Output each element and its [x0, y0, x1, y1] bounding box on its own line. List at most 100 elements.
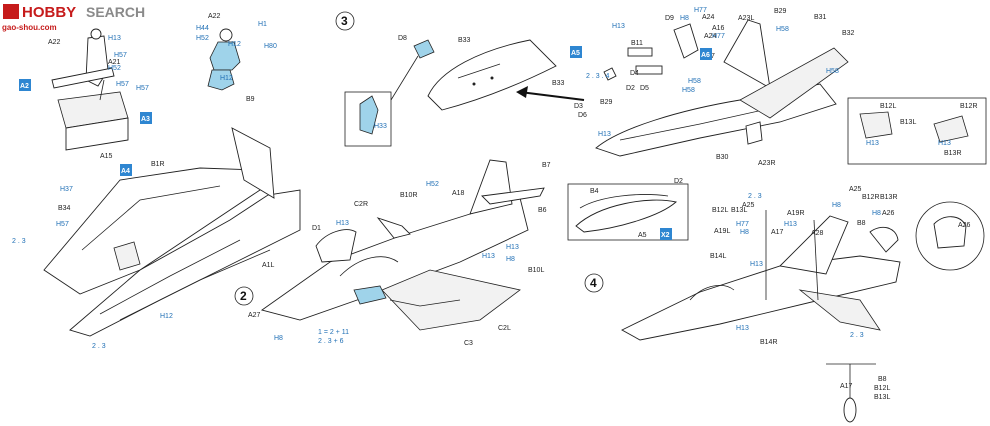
intake-detail-box	[847, 97, 987, 165]
part-label: B8	[878, 376, 887, 383]
part-label: B7	[542, 162, 551, 169]
part-label: D2	[674, 178, 683, 185]
fuselage-half-left	[69, 189, 301, 337]
part-label: D2	[626, 85, 635, 92]
part-label: D8	[398, 35, 407, 42]
color-code: H57	[114, 52, 127, 59]
part-label: A5	[638, 232, 647, 239]
seat-in-cockpit	[113, 241, 141, 271]
color-code: H1	[258, 21, 267, 28]
paint-tag: A6	[700, 48, 712, 60]
color-code: H12	[220, 75, 233, 82]
part-label: A24	[702, 14, 715, 21]
part-label: A27	[248, 312, 261, 319]
part-label: B13L	[874, 394, 890, 401]
part-label: B14L	[710, 253, 726, 260]
svg-text:A5: A5	[571, 50, 580, 57]
svg-text:A6: A6	[701, 52, 710, 59]
part-label: A23R	[758, 160, 776, 167]
part-label: A19L	[714, 228, 730, 235]
paint-tag: X2	[660, 228, 672, 240]
watermark-brand: HOBBY	[22, 4, 76, 21]
svg-text:A4: A4	[121, 168, 130, 175]
part-label: B6	[538, 207, 547, 214]
color-code: H8	[680, 15, 689, 22]
part-label: B12R	[862, 194, 880, 201]
part-label: A26	[958, 222, 971, 229]
part-label: B13R	[944, 150, 962, 157]
paint-tag: A5	[570, 46, 582, 58]
part-label: A1L	[262, 262, 275, 269]
color-code: H77	[694, 7, 707, 14]
part-label: B10L	[528, 267, 544, 274]
part-label: B30	[716, 154, 729, 161]
svg-text:X2: X2	[661, 232, 670, 239]
part-label: B33	[552, 80, 565, 87]
svg-text:A2: A2	[20, 83, 29, 90]
step-number-4: 4	[584, 273, 604, 293]
color-code: H8	[832, 202, 841, 209]
canopy-step2	[315, 229, 357, 263]
svg-text:3: 3	[341, 14, 348, 28]
part-label: A16	[712, 25, 725, 32]
color-code: H13	[482, 253, 495, 260]
paint-mix: 1 = 2 + 11	[318, 329, 349, 336]
color-code: H77	[712, 33, 725, 40]
color-code: H13	[938, 140, 951, 147]
aircraft-assembly-step2	[260, 159, 545, 331]
color-code: H52	[196, 35, 209, 42]
watermark-logo: HOBBY SEARCH gao-shou.com	[2, 4, 145, 32]
color-code: H58	[682, 87, 695, 94]
part-label: D3	[574, 103, 583, 110]
paint-mix: 2 . 3 . 4	[586, 73, 609, 80]
color-code: H8	[872, 210, 881, 217]
watermark-site: gao-shou.com	[2, 23, 57, 32]
part-label: B10R	[400, 192, 418, 199]
fuselage-upper-step4	[595, 19, 849, 157]
part-label: B9	[246, 96, 255, 103]
color-code: H13	[736, 325, 749, 332]
canopy-detail-box	[344, 39, 435, 147]
part-label: B12L	[874, 385, 890, 392]
color-code: H12	[160, 313, 173, 320]
color-code: H13	[784, 221, 797, 228]
color-code: H8	[740, 229, 749, 236]
color-code: H52	[426, 181, 439, 188]
color-code-labels: H13 H57 H52 H57 H12 H44 H52 H1 H80 H12 H…	[56, 7, 951, 342]
part-label: A18	[452, 190, 465, 197]
color-code: H44	[196, 25, 209, 32]
color-code: H13	[612, 23, 625, 30]
part-label: B31	[814, 14, 827, 21]
part-label: A17	[771, 229, 784, 236]
part-label: D4	[630, 70, 639, 77]
step-number-2: 2	[234, 286, 254, 306]
color-code: H13	[866, 140, 879, 147]
part-label: D6	[578, 112, 587, 119]
part-label: A22	[208, 13, 221, 20]
part-label: B29	[774, 8, 787, 15]
paint-tag: A2	[19, 79, 31, 91]
step-number-3: 3	[335, 11, 355, 31]
cockpit-parts-step4	[603, 23, 763, 145]
paint-mix: 2 . 3 + 6	[318, 338, 344, 345]
part-label: A22	[48, 39, 61, 46]
color-code: H77	[736, 221, 749, 228]
part-label: A24	[704, 33, 717, 40]
part-label: B14R	[760, 339, 778, 346]
color-code: H57	[116, 81, 129, 88]
color-code: H58	[826, 68, 839, 75]
color-code: H13	[598, 131, 611, 138]
part-label: B12L	[880, 103, 896, 110]
part-label: B8	[857, 220, 866, 227]
color-code: H58	[776, 26, 789, 33]
part-label: B13R	[880, 194, 898, 201]
nose-section	[427, 39, 557, 111]
part-label: A15	[100, 153, 113, 160]
part-label: B33	[458, 37, 471, 44]
paint-mix-notes: 1 = 2 + 11 2 . 3 + 6 2 . 3 . 4 2 . 3 2 .…	[12, 73, 864, 350]
part-label: B1R	[151, 161, 165, 168]
paint-mix: 2 . 3	[92, 343, 106, 350]
color-code: H58	[688, 78, 701, 85]
drop-tank-box	[567, 183, 689, 241]
wing-pylon-step2	[353, 285, 387, 305]
